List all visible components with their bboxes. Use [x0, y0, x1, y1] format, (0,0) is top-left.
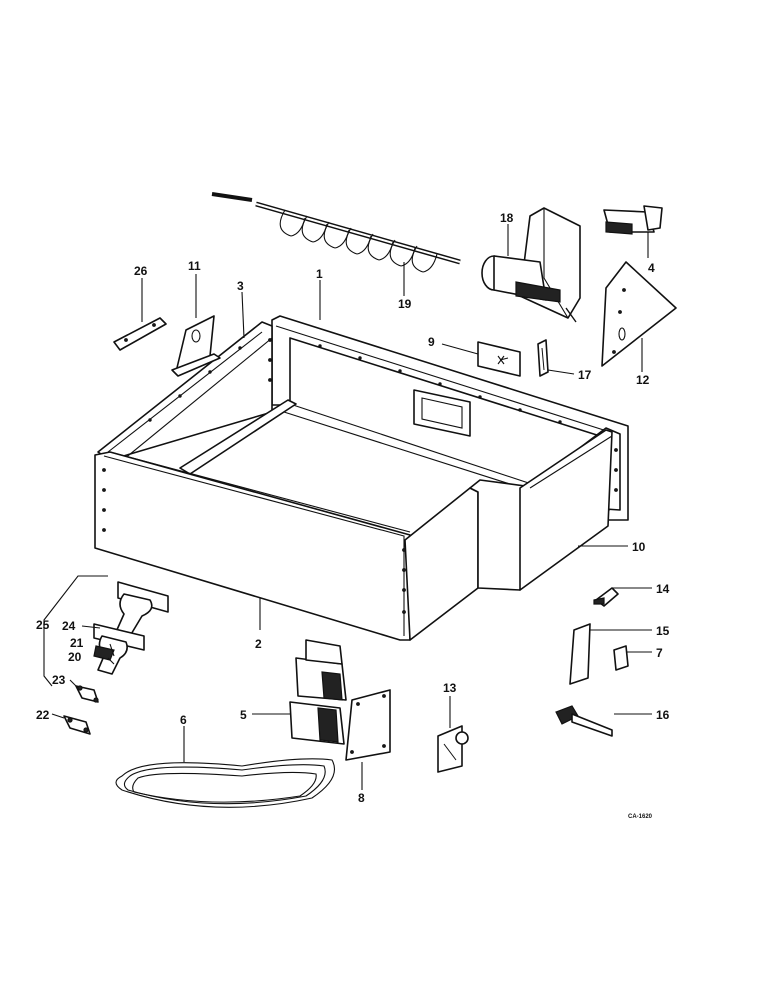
- part-6-belt: [115, 758, 336, 808]
- callout-26: 26: [134, 264, 148, 278]
- callout-4: 4: [648, 261, 655, 275]
- part-7-plate: [613, 645, 629, 671]
- inspection-window: [413, 389, 471, 437]
- part-11-gusset: [171, 315, 221, 377]
- part-15-plate: [569, 623, 591, 685]
- callout-6: 6: [180, 713, 187, 727]
- callout-22: 22: [36, 708, 50, 722]
- callout-12: 12: [636, 373, 650, 387]
- discharge-spout: [481, 207, 581, 323]
- callout-9: 9: [428, 335, 435, 349]
- part-17-strip: [537, 339, 549, 377]
- callout-17: 17: [578, 368, 592, 382]
- drawing-code: CA-1620: [628, 814, 653, 820]
- callout-7: 7: [656, 646, 663, 660]
- callout-10: 10: [632, 540, 646, 554]
- callout-14: 14: [656, 582, 670, 596]
- callout-13: 13: [443, 681, 457, 695]
- callout-19: 19: [398, 297, 412, 311]
- auger: [211, 192, 461, 273]
- callout-3: 3: [237, 279, 244, 293]
- callout-5: 5: [240, 708, 247, 722]
- part-14-clip: [593, 587, 619, 607]
- part-26-strap: [113, 317, 167, 351]
- callout-2: 2: [255, 637, 262, 651]
- leader-lines: [43, 224, 652, 790]
- right-front-panel: [404, 487, 479, 641]
- part-5-block: [289, 639, 347, 745]
- callout-8: 8: [358, 791, 365, 805]
- callout-11: 11: [188, 259, 201, 273]
- part-13-bracket: [437, 725, 469, 773]
- callout-1: 1: [316, 267, 323, 281]
- part-12-plate: [601, 261, 677, 367]
- panel-rivets: [102, 338, 618, 614]
- grain-box-assembly: [94, 315, 629, 641]
- part-4-bracket: [603, 205, 663, 235]
- callout-18: 18: [500, 211, 514, 225]
- callout-24: 24: [62, 619, 76, 633]
- callout-15: 15: [656, 624, 670, 638]
- callout-21: 21: [70, 636, 84, 650]
- callout-labels: 1 2 3 4 5 6 7 8 9 10 11 12 13 14 15 16 1…: [36, 211, 670, 820]
- callout-16: 16: [656, 708, 670, 722]
- callout-20: 20: [68, 650, 82, 664]
- part-8-plate: [345, 689, 391, 761]
- part-9-plate: [477, 341, 521, 377]
- part-16-lever: [555, 705, 613, 737]
- callout-23: 23: [52, 673, 66, 687]
- callout-25: 25: [36, 618, 50, 632]
